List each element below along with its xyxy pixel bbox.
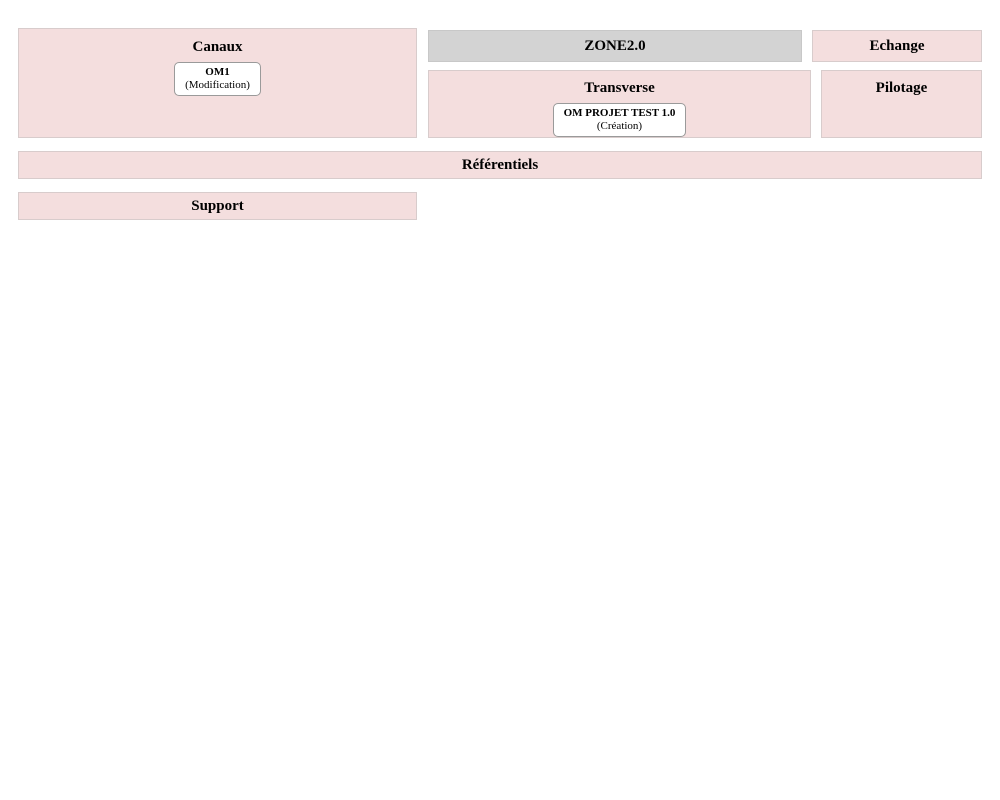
panel-echange[interactable]: Echange bbox=[812, 30, 982, 62]
panel-canaux[interactable]: Canaux OM1 (Modification) bbox=[18, 28, 417, 138]
panel-transverse-title: Transverse bbox=[584, 80, 655, 96]
panel-transverse[interactable]: Transverse OM PROJET TEST 1.0 (Création) bbox=[428, 70, 811, 138]
panel-canaux-items: OM1 (Modification) bbox=[19, 62, 416, 97]
project-card-om-projet-test[interactable]: OM PROJET TEST 1.0 (Création) bbox=[552, 103, 687, 138]
project-card-om-projet-test-name: OM PROJET TEST 1.0 bbox=[563, 107, 676, 119]
panel-support-title: Support bbox=[191, 198, 244, 214]
zone-header-bar[interactable]: ZONE2.0 bbox=[428, 30, 802, 62]
panel-pilotage-title: Pilotage bbox=[875, 80, 928, 96]
project-card-om1-name: OM1 bbox=[205, 66, 230, 78]
project-card-om1-state: (Modification) bbox=[185, 78, 250, 91]
panel-support[interactable]: Support bbox=[18, 192, 417, 220]
project-card-om1[interactable]: OM1 (Modification) bbox=[174, 62, 261, 97]
zone-header-label: ZONE2.0 bbox=[584, 38, 646, 54]
panel-transverse-items: OM PROJET TEST 1.0 (Création) bbox=[429, 103, 810, 138]
panel-echange-title: Echange bbox=[869, 38, 925, 54]
panel-pilotage[interactable]: Pilotage bbox=[821, 70, 982, 138]
project-card-om-projet-test-state: (Création) bbox=[596, 119, 643, 132]
panel-referentiels[interactable]: Référentiels bbox=[18, 151, 982, 179]
panel-referentiels-title: Référentiels bbox=[461, 157, 539, 173]
panel-canaux-title: Canaux bbox=[192, 39, 243, 55]
